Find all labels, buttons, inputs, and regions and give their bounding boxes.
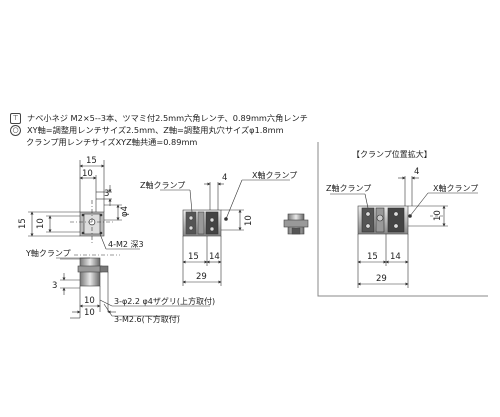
detail-dim-15: 15 [367, 252, 378, 262]
note-row-3: クランプ用レンチサイズXYZ軸共通=0.89mm [10, 136, 308, 148]
dim-10-lower: 10 [84, 308, 95, 318]
detail-frame [317, 142, 488, 297]
middle-z-clamp: Z軸クランプ [140, 180, 185, 190]
detail-dim-10: 10 [433, 210, 443, 221]
middle-dim-15: 15 [188, 252, 199, 262]
notes-block: ⊤ ナベ小ネジ M2×5--3本、ツマミ付2.5mm六角レンチ、0.89mm六角… [10, 112, 308, 148]
left-view [28, 160, 210, 319]
dim-10-bottom: 10 [84, 296, 95, 306]
detail-view [330, 176, 478, 288]
detail-title: 【クランプ位置拡大】 [352, 149, 432, 159]
dim-4m2: 4-M2 深3 [108, 240, 144, 249]
dim-3-lower: 3 [52, 281, 57, 291]
detail-x-clamp: X軸クランプ [433, 183, 478, 193]
dim-10-top: 10 [82, 169, 93, 179]
note-line-2: XY軸=調整用レンチサイズ2.5mm、Z軸=調整用丸穴サイズφ1.8mm [27, 125, 284, 135]
dim-3-top: 3 [104, 189, 109, 199]
middle-dim-10: 10 [244, 215, 254, 226]
dim-phi4: φ4 [120, 206, 130, 217]
hole-note-2: 3-M2.6(下方取付) [114, 314, 180, 324]
side-view [283, 213, 309, 235]
wrench-icon: ○ [10, 124, 21, 136]
dim-15-top: 15 [86, 156, 97, 166]
middle-dim-29: 29 [196, 272, 207, 282]
note-row-2: ○ XY軸=調整用レンチサイズ2.5mm、Z軸=調整用丸穴サイズφ1.8mm [10, 124, 308, 136]
detail-dim-29: 29 [376, 274, 387, 284]
middle-dim-4: 4 [222, 173, 227, 183]
middle-view [160, 179, 290, 286]
screw-icon: ⊤ [10, 112, 21, 124]
middle-dim-14: 14 [209, 252, 220, 262]
dim-15-left: 15 [18, 218, 28, 229]
detail-dim-14: 14 [390, 252, 401, 262]
note-line-3: クランプ用レンチサイズXYZ軸共通=0.89mm [26, 137, 198, 147]
middle-x-clamp: X軸クランプ [252, 170, 297, 180]
hole-note-1: 3-φ2.2 φ4ザグリ(上方取付) [114, 296, 215, 306]
note-row-1: ⊤ ナベ小ネジ M2×5--3本、ツマミ付2.5mm六角レンチ、0.89mm六角… [10, 112, 308, 124]
detail-dim-4: 4 [414, 167, 419, 177]
detail-z-clamp: Z軸クランプ [326, 183, 371, 193]
dim-10-left: 10 [36, 218, 46, 229]
y-clamp-label: Y軸クランプ [25, 248, 71, 258]
note-line-1: ナベ小ネジ M2×5--3本、ツマミ付2.5mm六角レンチ、0.89mm六角レン… [27, 113, 308, 123]
